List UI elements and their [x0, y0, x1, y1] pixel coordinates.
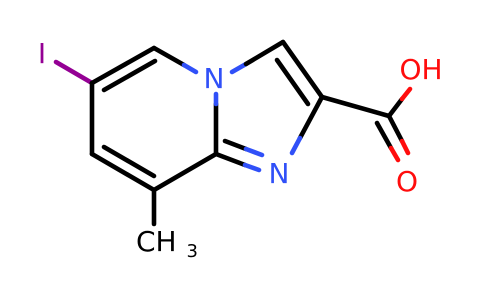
bond-carboxyl-o-double-colored: [388, 145, 401, 163]
bond-n4-c3: [243, 39, 286, 67]
bond-c8a-n1: [213, 151, 248, 168]
bond-c8a-n1-colored: [242, 162, 262, 173]
carbonyl-oxygen-label: O: [396, 165, 418, 198]
bond-carboxyl-c-oh: [386, 96, 405, 119]
methyl-prefix: CH: [136, 225, 177, 258]
bond-c3-c2: [280, 39, 325, 100]
bond-c5-n4: [151, 45, 187, 68]
bond-n4-c5-colored: [181, 62, 199, 75]
bond-n1-c2-colored: [289, 135, 303, 156]
bond-c2-carboxyl-c: [319, 94, 392, 119]
bond-carboxyl-o-colored: [399, 138, 411, 156]
bond-c6-c5: [89, 45, 157, 86]
imine-nitrogen-label: N: [269, 157, 290, 190]
bond-c8a-n1-double-colored: [243, 146, 265, 158]
hydroxyl-label: OH: [399, 53, 442, 86]
methyl-subscript: 3: [187, 241, 198, 262]
bond-c2-n1: [297, 94, 325, 141]
methyl-label: CH 3: [136, 225, 198, 262]
bond-carboxyl-c-o: [386, 113, 405, 144]
bond-c7-c8-double: [101, 144, 157, 179]
bond-c7-c8: [89, 151, 157, 193]
bond-c3-c2-double: [274, 57, 311, 107]
ring-nitrogen-label: N: [204, 62, 225, 95]
bond-c8a-n1-double: [222, 138, 249, 152]
iodine-label: I: [38, 37, 46, 70]
bond-carboxyl-oh-colored: [399, 86, 413, 102]
bond-carboxyl-c-o-double: [374, 120, 394, 151]
bond-layer: [53, 39, 413, 227]
bond-n4-c3-colored: [229, 61, 249, 75]
bond-iodine-c6: [53, 59, 95, 86]
atom-label-layer: I N N OH O CH 3: [38, 37, 443, 262]
bond-c6-c5-double: [101, 58, 158, 93]
bond-c8-c8a: [151, 151, 219, 193]
